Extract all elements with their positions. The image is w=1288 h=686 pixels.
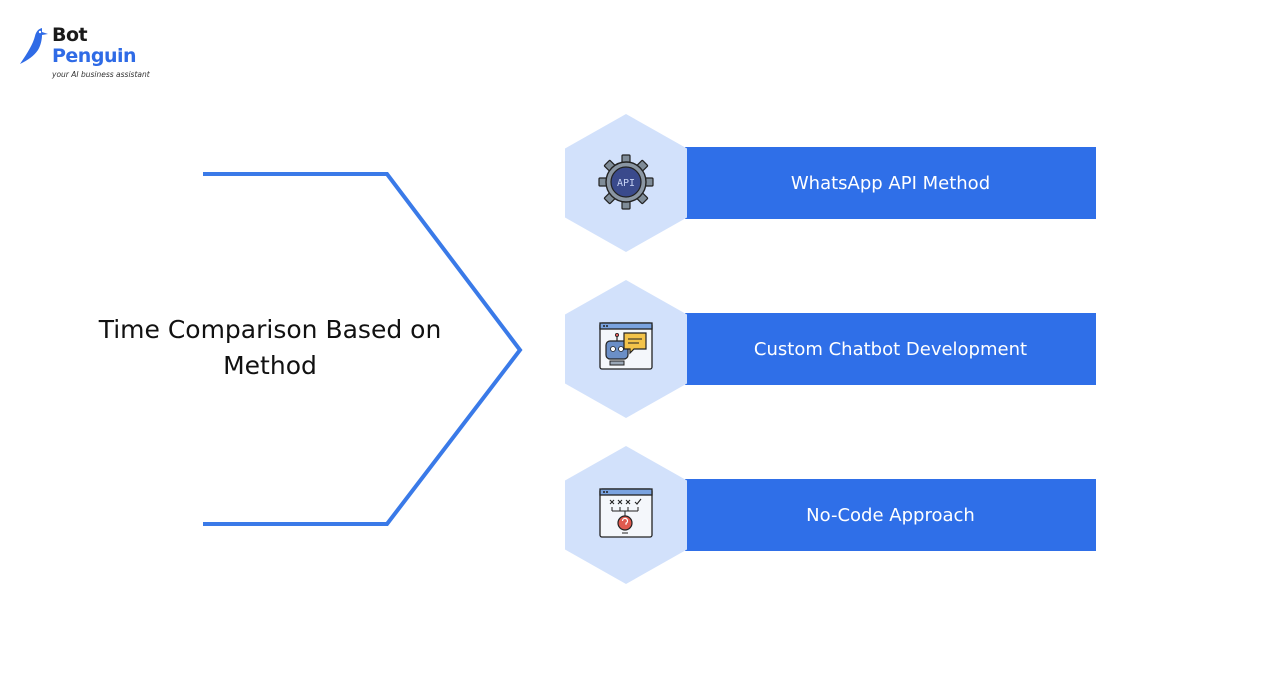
logo-tagline: your AI business assistant [52,70,150,79]
diagram-title: Time Comparison Based on Method [98,315,442,380]
method-label-bar: No-Code Approach [685,479,1096,551]
method-label: WhatsApp API Method [790,172,991,194]
logo-word-penguin: Penguin [52,45,137,67]
chatbot-window-icon [599,322,653,370]
api-icon-text: API [617,178,635,189]
method-label-bar: Custom Chatbot Development [685,313,1096,385]
penguin-logo-icon [20,28,48,64]
method-row-no-code: No-Code Approach [565,446,1097,584]
method-label-bar: WhatsApp API Method [685,147,1096,219]
method-row-custom-chatbot: Custom Chatbot Development [565,280,1097,418]
no-code-window-icon [599,488,653,538]
logo-word-bot: Bot [52,24,88,46]
method-label: Custom Chatbot Development [753,338,1028,360]
method-label: No-Code Approach [806,504,975,526]
bot-penguin-logo: Bot Penguin your AI business assistant [18,24,158,84]
method-row-whatsapp-api: WhatsApp API Method API [565,114,1097,252]
api-gear-icon: API [598,154,654,210]
